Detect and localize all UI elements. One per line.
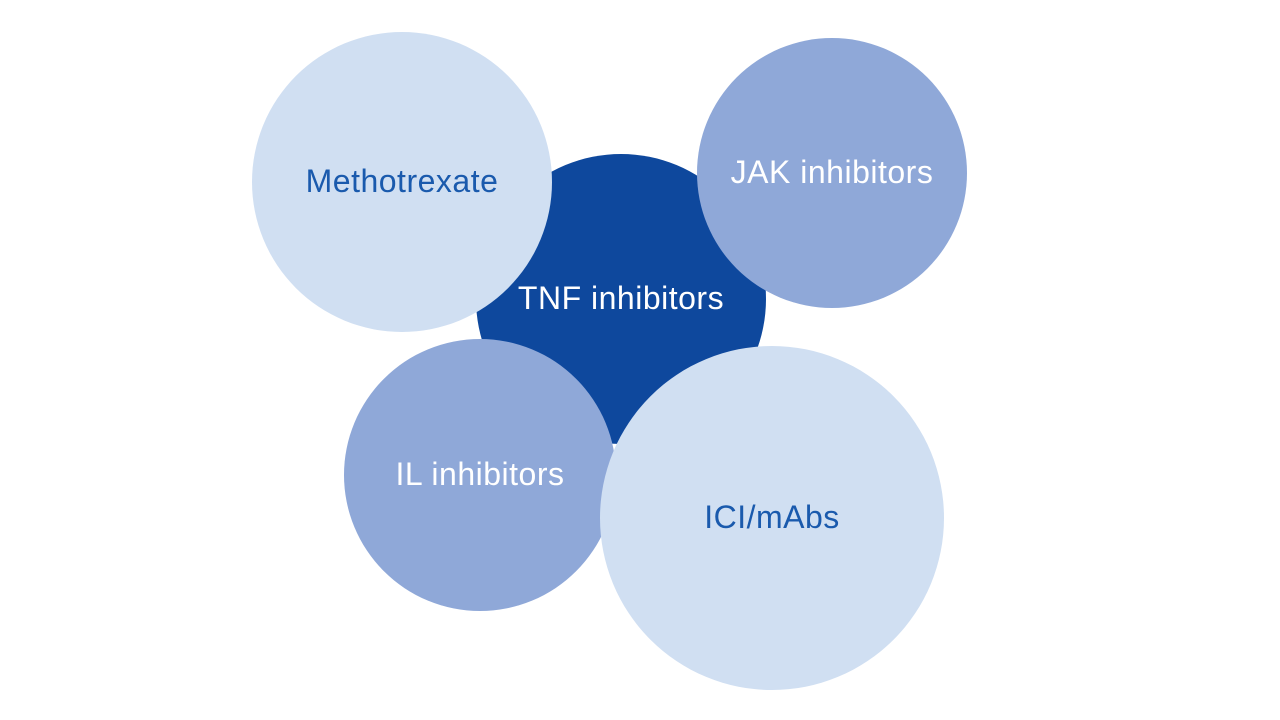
circle-ici-mabs-label: ICI/mAbs	[704, 499, 840, 536]
circle-il-inhibitors: IL inhibitors	[344, 339, 616, 611]
circle-il-inhibitors-label: IL inhibitors	[395, 456, 565, 493]
circle-jak-inhibitors-label: JAK inhibitors	[730, 154, 934, 191]
circle-jak-inhibitors: JAK inhibitors	[697, 38, 967, 308]
circle-ici-mabs: ICI/mAbs	[600, 346, 944, 690]
circle-tnf-inhibitors-label: TNF inhibitors	[517, 280, 725, 317]
circle-methotrexate: Methotrexate	[252, 32, 552, 332]
circle-methotrexate-label: Methotrexate	[305, 163, 499, 200]
